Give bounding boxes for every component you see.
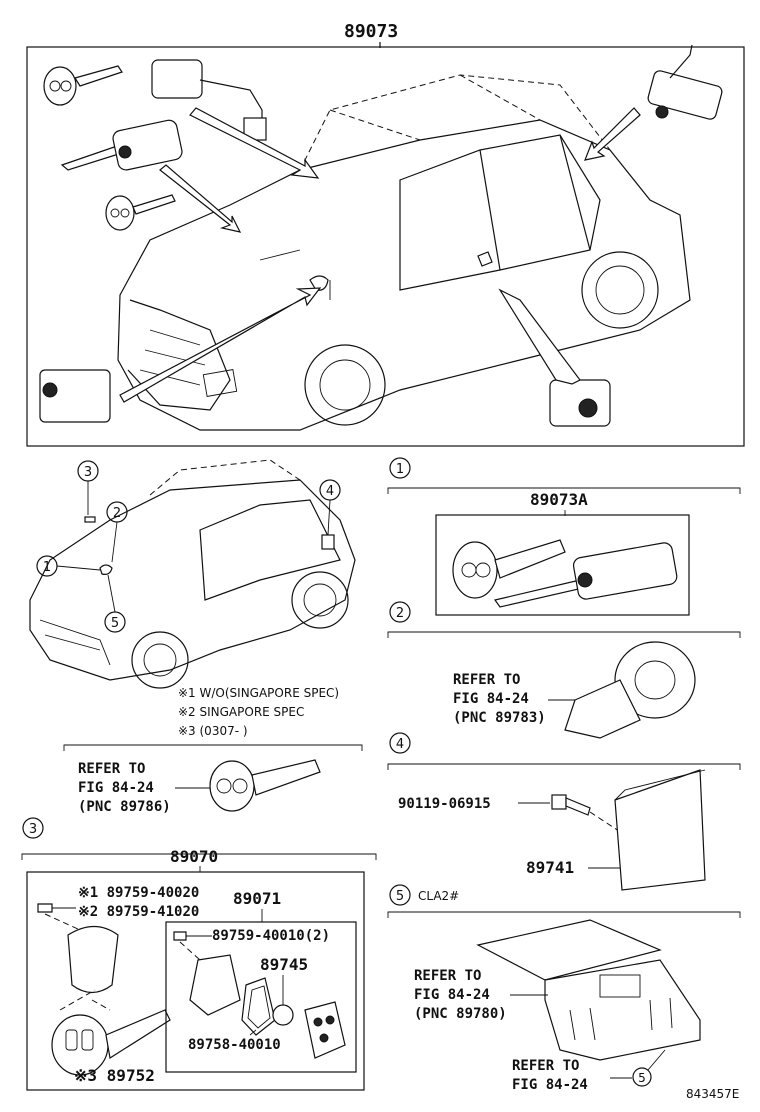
marker-5: 5	[111, 616, 119, 631]
sec5-marker: 5	[396, 889, 404, 904]
note-3: ※3 (0307- )	[178, 724, 248, 738]
sec5-refer1-2: FIG 84-24	[414, 987, 490, 1003]
section-1: 1 89073A	[387, 457, 741, 616]
lower-door-lock	[549, 379, 611, 427]
sec5-refer1-3: (PNC 89780)	[414, 1006, 507, 1022]
sec1-frame	[435, 514, 690, 616]
locator-panel: 3 2 1 5 4 ※1 W/O(SINGAPORE SPEC) ※2 SING…	[29, 459, 356, 738]
ignition-cylinder	[60, 119, 183, 171]
marker-3: 3	[84, 465, 92, 480]
section-5: 5 CLA2# REFER TO FIG 84-24 (PNC 89780) R…	[387, 884, 741, 1093]
sec4-module: 89741	[526, 858, 574, 877]
locator-markers: 3 2 1 5 4	[36, 460, 341, 633]
sec3-marker: 3	[29, 822, 37, 837]
sec3-frame	[26, 871, 365, 1091]
sec3-screw2: ※2 89759-41020	[78, 904, 199, 920]
sec4-marker: 4	[396, 737, 404, 752]
sec2-refer-3: (PNC 89783)	[453, 710, 546, 726]
marker-2: 2	[113, 506, 121, 521]
sec5-refer2-2: FIG 84-24	[512, 1077, 588, 1093]
sec2-refer-1: REFER TO	[453, 672, 520, 688]
key-mid-left	[105, 194, 176, 231]
sec1-marker: 1	[396, 462, 404, 477]
sec3-key: ※3 89752	[74, 1066, 155, 1085]
note-1: ※1 W/O(SINGAPORE SPEC)	[178, 686, 339, 700]
sec3-subframe	[165, 921, 357, 1073]
sec3-part: 89070	[170, 847, 218, 866]
key-top-left	[43, 65, 123, 106]
marker-4: 4	[326, 484, 334, 499]
sec3-screw1: ※1 89759-40020	[78, 885, 199, 901]
rear-lock	[647, 44, 723, 120]
sec2-refer-2: FIG 84-24	[453, 691, 529, 707]
section-2: 2 REFER TO FIG 84-24 (PNC 89783)	[387, 601, 741, 739]
sec5-refer2-1: REFER TO	[512, 1058, 579, 1074]
suv-large-drawing	[117, 74, 691, 431]
section-3: 3 89070 ※1 89759-40020 ※2 89759-41020 ※3…	[21, 817, 377, 1091]
sec3-subscrew: 89759-40010(2)	[212, 928, 330, 944]
sec3-case: 89758-40010	[188, 1037, 281, 1053]
steering-lock	[39, 369, 111, 423]
top-frame	[26, 46, 745, 447]
marker-1: 1	[43, 560, 51, 575]
sec3-battery: 89745	[260, 955, 308, 974]
refer-key-block: REFER TO FIG 84-24 (PNC 89786)	[63, 744, 363, 815]
top-panel: 89073	[26, 21, 745, 447]
note-2: ※2 SINGAPORE SPEC	[178, 705, 304, 719]
refer-key-line3: (PNC 89786)	[78, 799, 171, 815]
refer-key-line1: REFER TO	[78, 761, 145, 777]
sec5-code: CLA2#	[418, 889, 459, 903]
section-4: 4 90119-06915 89741	[387, 732, 741, 891]
sec5-refer1-1: REFER TO	[414, 968, 481, 984]
sec2-marker: 2	[396, 606, 404, 621]
sec3-subassy: 89071	[233, 889, 281, 908]
top-part-number: 89073	[344, 21, 398, 42]
sec4-bolt: 90119-06915	[398, 796, 491, 812]
sec5-ref-marker: 5	[638, 1071, 646, 1085]
refer-key-line2: FIG 84-24	[78, 780, 154, 796]
leader-arrows	[119, 107, 641, 403]
sec1-part: 89073A	[530, 490, 588, 509]
figure-code: 843457E	[686, 1087, 739, 1101]
